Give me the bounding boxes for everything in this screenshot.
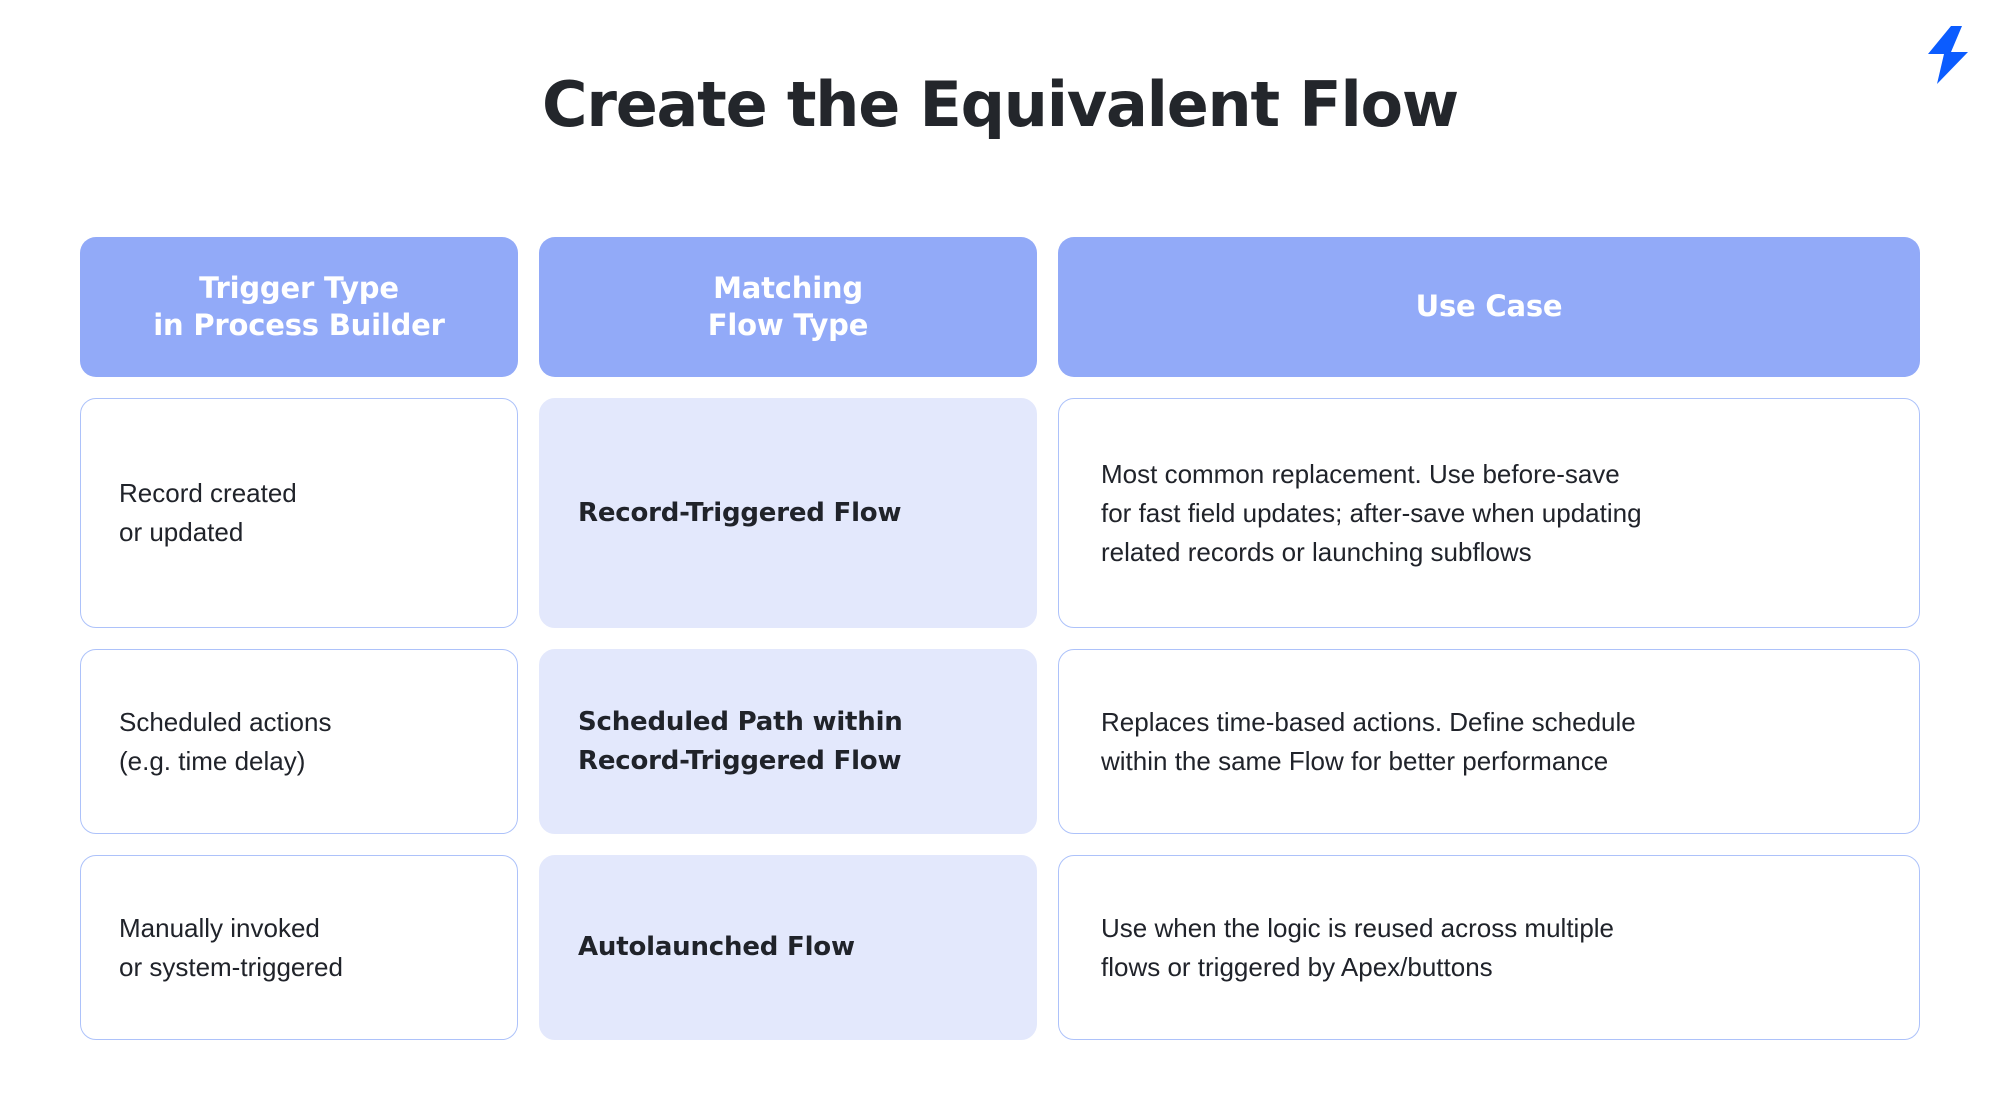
cell-line: within the same Flow for better performa… (1101, 745, 1609, 776)
cell-matching-flow-type: Scheduled Path within Record-Triggered F… (539, 649, 1037, 834)
column-header-use-case: Use Case (1058, 237, 1920, 377)
column-header-line: Trigger Type (199, 270, 399, 305)
cell-line: Record-Triggered Flow (578, 745, 902, 776)
cell-line: or updated (119, 517, 244, 547)
lightning-bolt-icon (1924, 26, 1972, 84)
column-header-matching-flow-type: Matching Flow Type (539, 237, 1037, 377)
cell-matching-flow-type: Autolaunched Flow (539, 855, 1037, 1040)
table-row: Manually invoked or system-triggered Aut… (80, 855, 1920, 1040)
comparison-table: Trigger Type in Process Builder Matching… (80, 237, 1920, 1040)
column-header-line: Flow Type (707, 308, 869, 342)
cell-line: related records or launching subflows (1101, 536, 1532, 567)
cell-line: Autolaunched Flow (578, 932, 855, 962)
cell-line: Replaces time-based actions. Define sche… (1101, 706, 1636, 737)
cell-line: for fast field updates; after-save when … (1101, 497, 1642, 528)
cell-use-case: Use when the logic is reused across mult… (1058, 855, 1920, 1040)
column-header-line: Matching (713, 270, 863, 305)
cell-line: Scheduled Path within (578, 706, 903, 737)
page-title: Create the Equivalent Flow (542, 68, 1459, 141)
column-header-line: in Process Builder (153, 308, 445, 342)
cell-line: (e.g. time delay) (119, 745, 306, 776)
column-header-line: Use Case (1415, 289, 1563, 324)
cell-trigger-type: Scheduled actions (e.g. time delay) (80, 649, 518, 834)
cell-trigger-type: Record created or updated (80, 398, 518, 628)
cell-line: or system-triggered (119, 951, 343, 982)
cell-line: Record created (119, 478, 297, 508)
cell-matching-flow-type: Record-Triggered Flow (539, 398, 1037, 628)
table-row: Record created or updated Record-Trigger… (80, 398, 1920, 628)
cell-line: Manually invoked (119, 912, 320, 943)
cell-line: Record-Triggered Flow (578, 497, 902, 528)
cell-line: Use when the logic is reused across mult… (1101, 912, 1615, 943)
cell-trigger-type: Manually invoked or system-triggered (80, 855, 518, 1040)
cell-use-case: Most common replacement. Use before-save… (1058, 398, 1920, 628)
table-row: Scheduled actions (e.g. time delay) Sche… (80, 649, 1920, 834)
table-header-row: Trigger Type in Process Builder Matching… (80, 237, 1920, 377)
cell-line: flows or triggered by Apex/buttons (1101, 951, 1493, 982)
cell-line: Scheduled actions (119, 706, 332, 737)
column-header-trigger-type: Trigger Type in Process Builder (80, 237, 518, 377)
cell-line: Most common replacement. Use before-save (1101, 458, 1620, 489)
cell-use-case: Replaces time-based actions. Define sche… (1058, 649, 1920, 834)
